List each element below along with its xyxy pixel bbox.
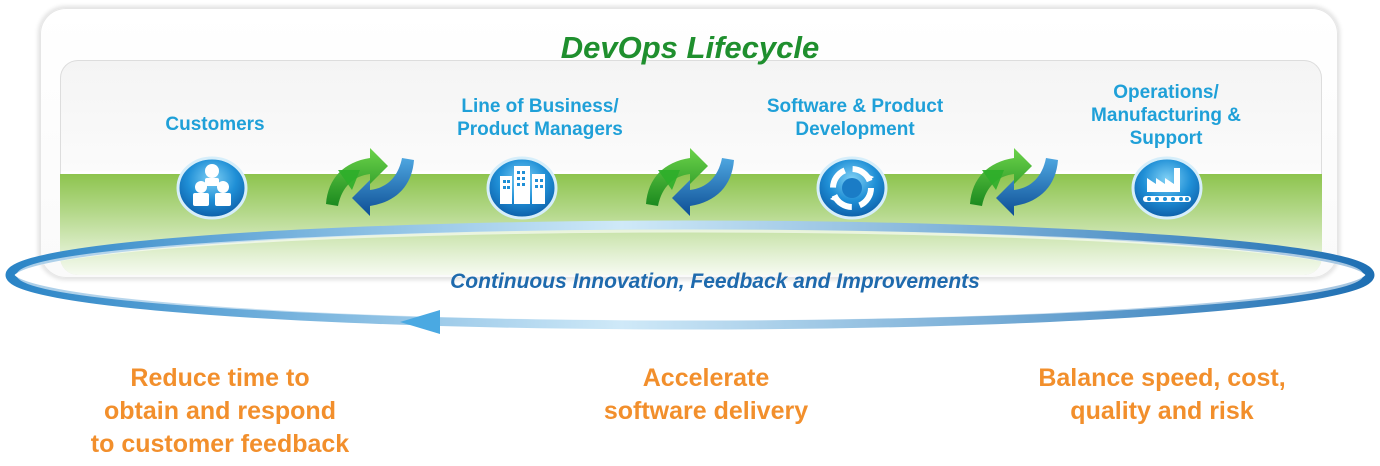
stage-label-line: Operations/	[1113, 82, 1219, 103]
customers-icon	[176, 156, 248, 220]
benefit-balance-speed: Balance speed, cost, quality and risk	[982, 362, 1342, 428]
stage-label-line: Software & Product	[766, 96, 944, 117]
benefit-line: software delivery	[603, 397, 809, 425]
stage-label-line: Product Managers	[457, 119, 623, 140]
stage-label-line: Line of Business/	[461, 96, 619, 117]
benefit-line: to customer feedback	[90, 430, 350, 458]
feedback-loop-arrow	[5, 220, 1375, 334]
feedback-loop-label: Continuous Innovation, Feedback and Impr…	[450, 270, 980, 293]
stage-label-line: Support	[1129, 128, 1203, 149]
cycle-arrows-icon	[646, 148, 734, 216]
factory-icon	[1131, 156, 1203, 220]
stage-label-line: Customers	[165, 114, 265, 135]
development-cycle-icon	[816, 156, 888, 220]
stage-label-line-of-business: Line of Business/ Product Managers	[410, 95, 670, 141]
benefit-line: Balance speed, cost,	[1038, 364, 1286, 392]
stage-label-development: Software & Product Development	[725, 95, 985, 141]
cycle-arrows-icon	[326, 148, 414, 216]
benefit-line: quality and risk	[1070, 397, 1254, 425]
stage-label-line: Manufacturing &	[1091, 105, 1241, 126]
benefit-accelerate-delivery: Accelerate software delivery	[526, 362, 886, 428]
stage-label-customers: Customers	[85, 113, 345, 136]
stage-label-line: Development	[795, 119, 915, 140]
benefit-line: Reduce time to	[130, 364, 310, 392]
benefit-reduce-time: Reduce time to obtain and respond to cus…	[40, 362, 400, 461]
stage-label-operations: Operations/ Manufacturing & Support	[1036, 81, 1296, 150]
diagram-title: DevOps Lifecycle	[560, 30, 820, 65]
benefit-line: Accelerate	[642, 364, 770, 392]
benefit-line: obtain and respond	[104, 397, 336, 425]
buildings-icon	[486, 156, 558, 220]
cycle-arrows-icon	[970, 148, 1058, 216]
